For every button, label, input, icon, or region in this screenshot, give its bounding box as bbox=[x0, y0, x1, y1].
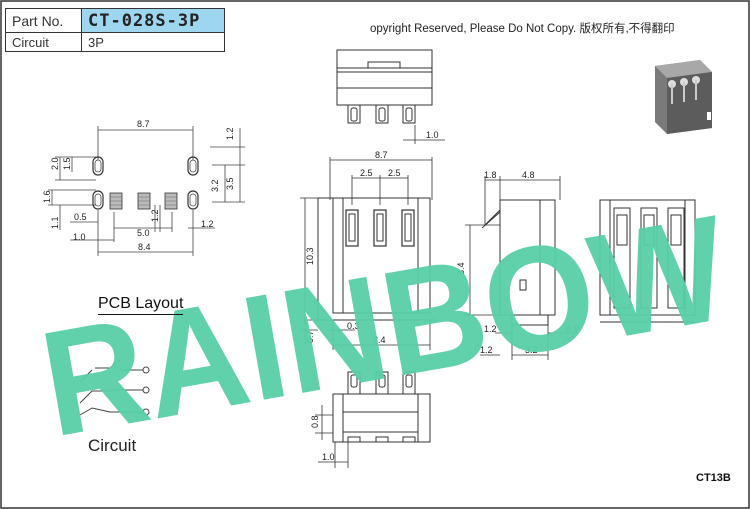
dim-pcb-5: 3.5 bbox=[225, 177, 235, 190]
dim-front-0-3: 0.3 bbox=[347, 321, 360, 331]
dim-front-height: 10.3 bbox=[305, 247, 315, 265]
circuit-symbol bbox=[79, 359, 150, 416]
dim-pcb-4: 3.2 bbox=[210, 179, 220, 192]
dim-pcb-11: 1.2 bbox=[201, 219, 214, 229]
dim-pcb-10: 5.0 bbox=[137, 228, 150, 238]
circuit-caption: Circuit bbox=[88, 436, 137, 455]
dim-side-height: 8.4 bbox=[456, 262, 466, 275]
dim-top-pin-width: 1.0 bbox=[426, 130, 439, 140]
dim-pcb-width: 8.7 bbox=[137, 119, 150, 129]
bottom-view bbox=[315, 371, 431, 468]
dim-pcb-8: 0.5 bbox=[74, 212, 87, 222]
dim-pcb-1: 1.2 bbox=[225, 127, 235, 140]
dim-front-pitch-2: 2.5 bbox=[388, 168, 401, 178]
dim-pcb-9: 1.2 bbox=[150, 209, 160, 222]
product-3d-image bbox=[655, 60, 712, 134]
dim-side-0-8: 0.8 bbox=[566, 324, 579, 334]
dim-front-width: 8.7 bbox=[375, 150, 388, 160]
watermark-text: RAINBOW bbox=[30, 183, 739, 468]
part-no-label: Part No. bbox=[6, 9, 82, 33]
dim-pcb-6: 1.6 bbox=[42, 190, 52, 203]
dim-side-1-8: 1.8 bbox=[484, 170, 497, 180]
dim-side-1-2-b: 1.2 bbox=[480, 345, 493, 355]
dim-side-depth: 4.8 bbox=[522, 170, 535, 180]
copyright-notice: opyright Reserved, Please Do Not Copy. 版… bbox=[370, 23, 675, 35]
part-no-value: CT-028S-3P bbox=[82, 9, 224, 33]
circuit-value: 3P bbox=[88, 34, 104, 50]
pcb-layout-label: PCB Layout bbox=[98, 295, 184, 315]
dim-pcb-13: 8.4 bbox=[138, 242, 151, 252]
top-view bbox=[336, 49, 445, 144]
dim-bottom-1-0: 1.0 bbox=[322, 452, 335, 462]
dim-front-pitch-1: 2.5 bbox=[360, 168, 373, 178]
dim-side-1-2-a: 1.2 bbox=[484, 324, 497, 334]
model-code: CT13B bbox=[696, 472, 731, 484]
dim-side-3-2: 3.2 bbox=[525, 345, 538, 355]
dim-pcb-12: 1.0 bbox=[73, 232, 86, 242]
dim-pcb-2: 2.0 bbox=[50, 157, 60, 170]
circuit-label: Circuit bbox=[6, 33, 82, 51]
front-view bbox=[300, 157, 436, 350]
rear-view bbox=[599, 199, 696, 323]
side-view bbox=[465, 176, 575, 360]
dim-front-bottom-width: 8.4 bbox=[373, 335, 386, 345]
pcb-layout bbox=[48, 126, 245, 256]
dim-pcb-7: 1.1 bbox=[50, 216, 60, 229]
dim-pcb-3: 1.5 bbox=[62, 157, 72, 170]
dim-bottom-0-8: 0.8 bbox=[310, 415, 320, 428]
dim-front-standoff: 0.7 bbox=[305, 330, 315, 343]
title-block: Part No. CT-028S-3P Circuit 3P bbox=[5, 8, 225, 52]
